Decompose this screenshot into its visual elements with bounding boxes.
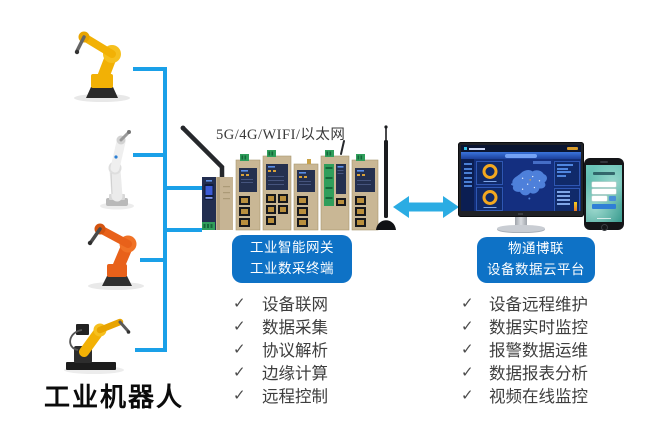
phone-captcha-box xyxy=(609,196,616,201)
feature-item: ✓ 视频在线监控 xyxy=(461,383,588,406)
cloud-badge-line2: 设备数据云平台 xyxy=(487,262,585,277)
check-icon: ✓ xyxy=(461,362,474,381)
feature-label: 数据采集 xyxy=(262,317,328,337)
dashboard-sidebar xyxy=(461,159,474,211)
cloud-dashboard-monitor xyxy=(458,142,584,232)
tall-antenna-icon xyxy=(376,125,396,230)
status-panel xyxy=(554,188,580,211)
stat-label-bar xyxy=(483,180,496,182)
phone-app-title-bar xyxy=(593,172,615,175)
feature-item: ✓ 设备联网 xyxy=(233,291,328,314)
connector-line xyxy=(133,67,167,71)
cloud-badge: 物通博联 设备数据云平台 xyxy=(477,237,595,283)
feature-item: ✓ 数据实时监控 xyxy=(461,314,588,337)
connector-line xyxy=(133,153,167,157)
dashboard-subheader xyxy=(461,152,581,159)
legend-panel xyxy=(554,161,580,186)
check-icon: ✓ xyxy=(233,316,246,335)
gateway-badge: 工业智能网关 工业数采终端 xyxy=(232,235,352,283)
feature-label: 数据报表分析 xyxy=(489,363,588,383)
connectivity-label: 5G/4G/WIFI/以太网 xyxy=(216,127,346,143)
check-icon: ✓ xyxy=(461,316,474,335)
whip-antenna-icon xyxy=(340,140,345,155)
monitor-base xyxy=(497,225,545,232)
stat-panel xyxy=(476,187,503,211)
feature-label: 设备联网 xyxy=(262,294,328,314)
feature-item: ✓ 设备远程维护 xyxy=(461,291,588,314)
donut-chart-icon xyxy=(482,164,497,179)
welding-robot-illustration xyxy=(64,318,131,374)
feature-label: 视频在线监控 xyxy=(489,386,588,406)
phone-captcha-field xyxy=(592,196,607,201)
feature-item: ✓ 协议解析 xyxy=(233,337,328,360)
orange-robot-illustration xyxy=(87,223,144,290)
map-title-bar xyxy=(533,161,551,164)
antenna-icon xyxy=(180,125,225,180)
phone-login-field xyxy=(592,182,616,187)
gateway-device xyxy=(262,150,292,231)
robots-title: 工业机器人 xyxy=(44,382,185,412)
white-robot-illustration xyxy=(100,130,134,210)
phone-home-button xyxy=(601,224,608,231)
feature-item: ✓ 报警数据运维 xyxy=(461,337,588,360)
cloud-badge-line1: 物通博联 xyxy=(508,241,564,257)
gateway-badge-line1: 工业智能网关 xyxy=(250,240,334,256)
dashboard-header-button xyxy=(567,147,578,150)
phone-speaker xyxy=(600,161,608,163)
feature-label: 数据实时监控 xyxy=(489,317,588,337)
gauge-icon xyxy=(574,202,577,211)
yellow-robot-illustration xyxy=(74,31,130,102)
stat-label-bar xyxy=(483,206,496,208)
feature-label: 设备远程维护 xyxy=(489,294,588,314)
feature-item: ✓ 数据报表分析 xyxy=(461,360,588,383)
check-icon: ✓ xyxy=(461,293,474,312)
connector-line xyxy=(140,258,167,262)
check-icon: ✓ xyxy=(461,385,474,404)
check-icon: ✓ xyxy=(461,339,474,358)
check-icon: ✓ xyxy=(233,362,246,381)
feature-label: 远程控制 xyxy=(262,386,328,406)
feature-item: ✓ 远程控制 xyxy=(233,383,328,406)
china-map-icon xyxy=(510,170,547,200)
gateway-device xyxy=(320,140,350,231)
cloud-feature-list: ✓ 设备远程维护 ✓ 数据实时监控 ✓ 报警数据运维 ✓ 数据报表分析 ✓ 视频… xyxy=(461,291,588,406)
phone-login-button xyxy=(592,204,616,209)
feature-item: ✓ 边缘计算 xyxy=(233,360,328,383)
mobile-phone xyxy=(584,158,624,231)
gateway-device xyxy=(202,177,233,230)
connector-line-vertical xyxy=(163,67,167,352)
phone-screen xyxy=(586,165,622,222)
monitor-screen xyxy=(461,145,581,211)
phone-footer-bar xyxy=(597,217,611,219)
dashboard-logo-icon xyxy=(464,147,467,150)
dashboard-title-bar xyxy=(469,147,485,150)
connector-line xyxy=(163,186,202,190)
map-panel xyxy=(504,159,553,211)
stat-panel xyxy=(476,161,503,185)
check-icon: ✓ xyxy=(233,293,246,312)
dashboard-subtitle-pill xyxy=(505,153,537,158)
gateway-device xyxy=(235,154,261,231)
dashboard-header xyxy=(461,145,581,152)
gateway-feature-list: ✓ 设备联网 ✓ 数据采集 ✓ 协议解析 ✓ 边缘计算 ✓ 远程控制 xyxy=(233,291,328,406)
gateway-badge-line2: 工业数采终端 xyxy=(250,261,334,276)
monitor-stand xyxy=(515,217,527,226)
check-icon: ✓ xyxy=(233,385,246,404)
bidirectional-arrow-icon xyxy=(393,196,459,218)
gateway-device xyxy=(351,154,379,231)
feature-label: 边缘计算 xyxy=(262,363,328,383)
phone-login-field xyxy=(592,189,616,194)
gateway-devices-illustration xyxy=(180,125,396,231)
monitor-brand-mark xyxy=(518,213,523,215)
feature-item: ✓ 数据采集 xyxy=(233,314,328,337)
connector-line xyxy=(135,348,167,352)
donut-chart-icon xyxy=(482,190,497,205)
connector-line xyxy=(163,228,202,232)
feature-label: 协议解析 xyxy=(262,340,328,360)
gateway-device xyxy=(293,159,319,231)
check-icon: ✓ xyxy=(233,339,246,358)
feature-label: 报警数据运维 xyxy=(489,340,588,360)
